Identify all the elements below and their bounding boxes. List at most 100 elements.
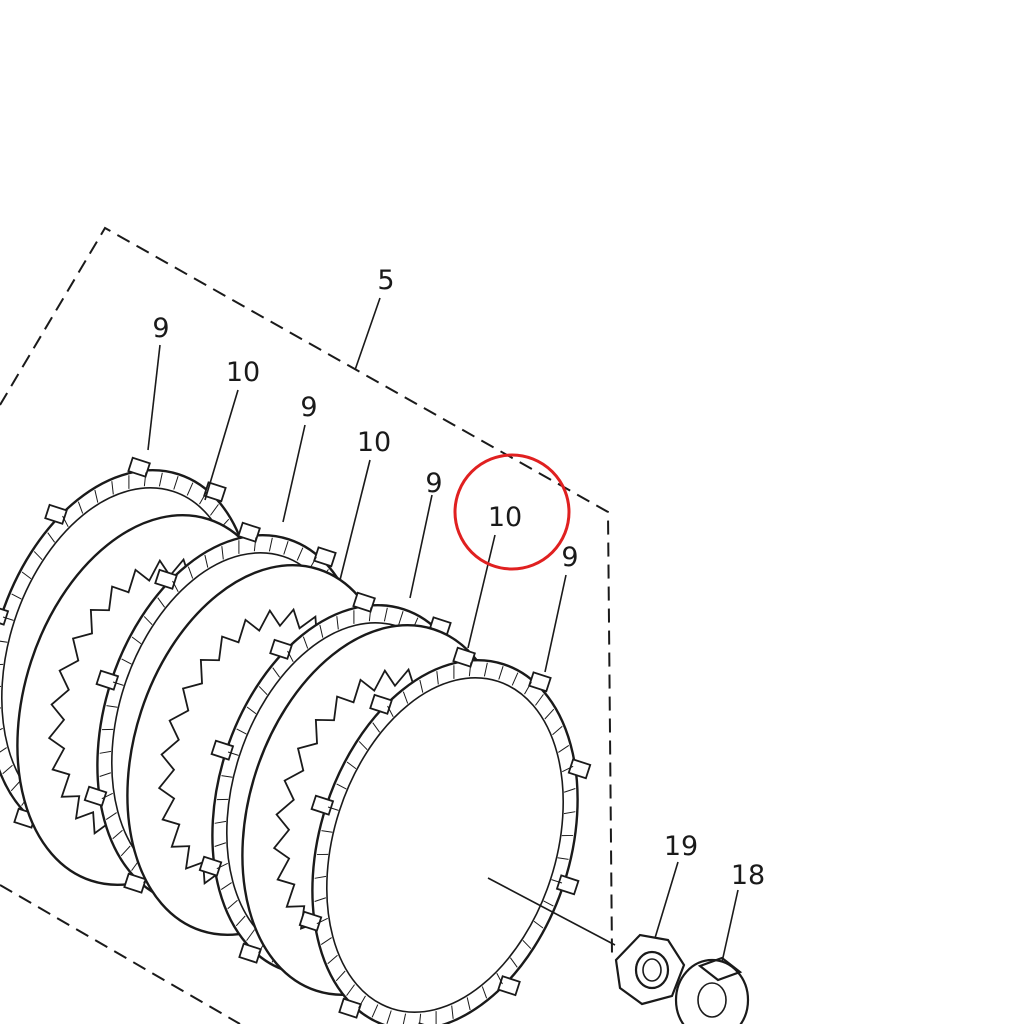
plate-tab xyxy=(269,638,293,660)
lining-hatch xyxy=(522,939,532,949)
highlight-circle xyxy=(453,453,571,571)
lining-hatch xyxy=(483,662,488,677)
lining-hatch xyxy=(320,937,332,945)
plate-tab xyxy=(83,785,108,807)
lining-hatch xyxy=(371,1004,379,1018)
lining-hatch xyxy=(112,681,124,686)
lining-hatch xyxy=(302,636,309,649)
callout-assembly: 5 xyxy=(377,265,394,296)
lining-hatch xyxy=(173,476,179,490)
plate-tab xyxy=(127,456,151,478)
lining-hatch xyxy=(158,472,163,487)
lining-hatch xyxy=(319,624,324,638)
lining-hatch xyxy=(101,792,113,800)
shaft-centerline xyxy=(487,877,616,946)
lining-hatch xyxy=(283,541,289,555)
callout-plate-b1: 10 xyxy=(226,357,260,388)
plate-tab xyxy=(238,942,262,964)
lining-hatch xyxy=(143,616,153,626)
lining-hatch xyxy=(511,672,519,686)
lining-hatch xyxy=(552,725,563,736)
clutch-plate-stack xyxy=(0,456,592,1024)
lining-hatch xyxy=(0,640,8,643)
callout-plate-a4: 9 xyxy=(561,542,578,573)
friction-plate xyxy=(298,646,592,1024)
lining-hatch xyxy=(77,501,84,514)
lining-hatch xyxy=(2,616,14,621)
lining-hatch xyxy=(321,830,333,833)
plate-tab xyxy=(154,568,178,590)
lining-hatch xyxy=(21,571,32,580)
lining-hatch xyxy=(221,546,224,560)
lining-hatch xyxy=(253,537,257,552)
lining-hatch xyxy=(336,616,339,630)
nut-part xyxy=(614,933,686,1006)
lining-hatch xyxy=(112,829,123,840)
lining-hatch xyxy=(238,540,240,554)
lining-hatch xyxy=(358,741,368,751)
callout-nut: 19 xyxy=(664,831,698,862)
lining-hatch xyxy=(453,665,455,679)
lining-hatch xyxy=(314,875,327,879)
lining-hatch xyxy=(272,667,281,678)
plate-tab xyxy=(497,975,521,997)
lining-hatch xyxy=(204,554,209,568)
lining-hatch xyxy=(111,481,114,495)
lining-hatch xyxy=(451,1005,454,1019)
lining-hatch xyxy=(227,751,239,756)
lining-hatch xyxy=(557,857,569,860)
lining-hatch xyxy=(561,834,574,837)
lining-hatch xyxy=(62,515,69,528)
lining-hatch xyxy=(402,691,409,704)
lining-hatch xyxy=(10,780,21,792)
lining-hatch xyxy=(0,747,7,755)
lining-hatch xyxy=(387,705,394,718)
plate-tab xyxy=(452,646,476,668)
lining-hatch xyxy=(214,842,227,847)
lining-hatch xyxy=(131,636,142,645)
lining-hatch xyxy=(418,1013,422,1024)
lining-hatch xyxy=(120,845,131,857)
lining-hatch xyxy=(435,1011,437,1024)
lining-hatch xyxy=(468,662,472,677)
plate-tab xyxy=(338,997,362,1019)
lining-hatch xyxy=(2,764,13,775)
lining-hatch xyxy=(227,899,238,910)
lining-hatch xyxy=(496,972,503,985)
lining-hatch xyxy=(268,537,273,552)
lining-hatch xyxy=(551,879,563,884)
lining-hatch xyxy=(402,1013,407,1024)
lining-hatch xyxy=(214,820,227,824)
lining-hatch xyxy=(106,705,118,708)
plate-tab xyxy=(44,503,68,525)
callout-plate-b2: 10 xyxy=(357,427,391,458)
lining-hatch xyxy=(157,597,166,608)
lining-hatch xyxy=(386,1010,392,1024)
lining-hatch xyxy=(335,970,346,982)
lining-hatch xyxy=(0,663,4,666)
lining-hatch xyxy=(524,681,532,695)
lining-hatch xyxy=(419,679,424,693)
callout-plate-a2: 9 xyxy=(300,392,317,423)
plate-tab xyxy=(369,693,393,715)
lining-hatch xyxy=(358,995,366,1009)
lining-hatch xyxy=(563,788,576,793)
lining-hatch xyxy=(327,806,339,811)
lining-hatch xyxy=(466,997,471,1011)
lining-hatch xyxy=(216,862,228,870)
lining-hatch xyxy=(563,811,576,815)
plate-tab xyxy=(298,910,323,932)
lining-hatch xyxy=(436,671,439,685)
assembly-bracket xyxy=(0,226,613,1024)
plate-tab xyxy=(313,546,337,568)
plate-tab xyxy=(123,872,147,894)
lining-hatch xyxy=(544,708,555,720)
lining-hatch xyxy=(33,551,43,561)
lining-hatch xyxy=(210,504,219,516)
lining-hatch xyxy=(121,658,132,665)
lining-hatch xyxy=(346,761,357,770)
lining-hatch xyxy=(187,566,194,579)
lining-hatch xyxy=(143,472,147,487)
callout-plate-b3: 10 xyxy=(488,502,522,533)
